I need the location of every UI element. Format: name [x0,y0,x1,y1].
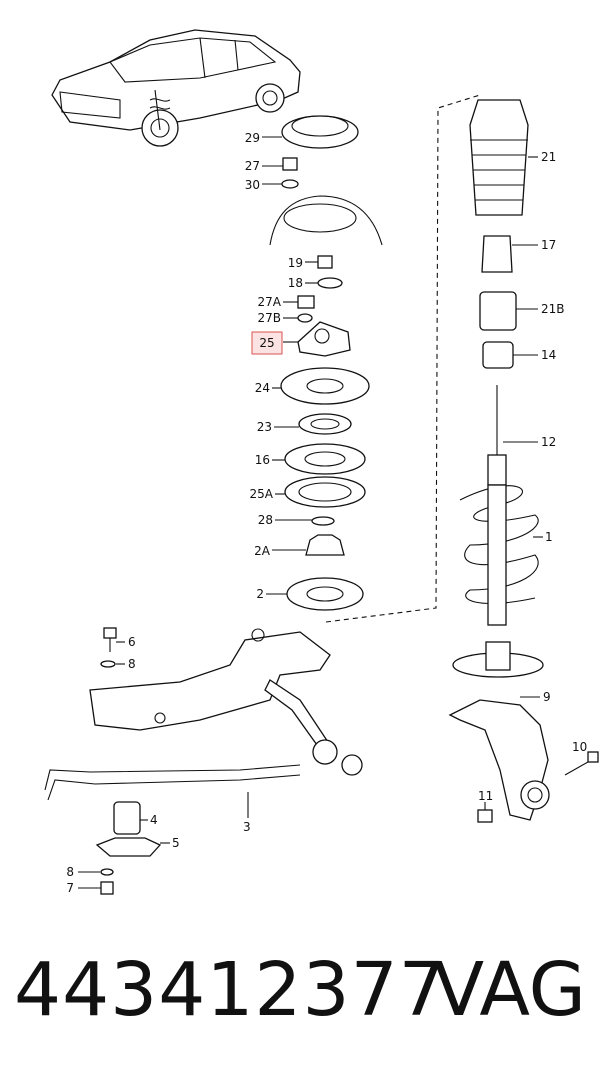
shock-absorber-12 [487,385,538,486]
callout-30: 30 [245,178,260,192]
part-number: 443412377 [14,947,447,1033]
callout-16: 16 [255,453,270,467]
callout-8-top: 8 [128,657,136,671]
footer: 443412377 VAG [0,940,600,1050]
callout-23: 23 [257,420,272,434]
brand-name: VAG [433,947,586,1033]
washer-18 [305,277,343,289]
callout-4: 4 [150,813,158,827]
callout-29: 29 [245,131,260,145]
callout-6: 6 [128,635,136,649]
nut-27A [283,295,315,309]
spring-pad-2 [266,577,364,611]
rubber-bushing-4 [113,801,148,835]
nut-7 [78,881,114,895]
callout-9: 9 [543,690,551,704]
bearing-25A [275,476,366,508]
control-arm [264,679,363,776]
spring-seat-16 [272,443,366,475]
sleeve-21B [479,291,538,331]
callout-27B: 27B [257,311,281,325]
dust-boot-21 [469,99,538,216]
callout-27A: 27A [258,295,282,309]
callout-18: 18 [288,276,303,290]
callout-25A: 25A [250,487,274,501]
callout-21B: 21B [541,302,565,316]
exploded-parts-diagram: 29 27 30 19 18 27A 27B 25 24 23 16 25A 2… [44,29,599,895]
coil-spring-1 [459,484,543,626]
callout-2A: 2A [254,544,271,558]
buffer-17 [481,235,538,273]
callout-24: 24 [255,381,270,395]
subframe [89,628,331,731]
bushing-14 [482,341,538,369]
bolt-10 [564,751,599,776]
washer-30 [262,179,299,189]
bump-stop-2A [272,534,345,556]
callout-27: 27 [245,159,260,173]
washer-8-top [100,660,125,668]
washer-27B [283,313,313,323]
strut-mount-25 [283,321,351,357]
callout-10: 10 [572,740,587,754]
bolt-6 [103,627,125,652]
car-illustration [51,29,301,147]
callout-5: 5 [172,836,180,850]
highlight-box [251,331,283,355]
washer-8-bottom [78,868,114,876]
callout-1: 1 [545,530,553,544]
nut-27 [262,157,298,171]
strut-tower-body [269,195,383,246]
bearing-plate-24 [272,367,370,405]
clamp-5 [95,837,170,857]
callout-19: 19 [288,256,303,270]
callout-28: 28 [258,513,273,527]
callout-7: 7 [66,881,74,895]
nut-11 [477,802,493,823]
top-cap-29 [262,115,359,149]
callout-2: 2 [256,587,264,601]
stabilizer-bar-3 [44,764,301,818]
ring-23 [274,413,352,435]
wheel-hub-9 [448,641,550,821]
callout-14: 14 [541,348,556,362]
callout-25: 25 [259,336,274,350]
nut-19 [305,255,333,269]
callout-3: 3 [243,820,251,834]
washer-28 [275,516,335,526]
callout-17: 17 [541,238,556,252]
callout-12: 12 [541,435,556,449]
callout-11: 11 [478,789,493,803]
callout-21: 21 [541,150,556,164]
callout-8-bottom: 8 [66,865,74,879]
